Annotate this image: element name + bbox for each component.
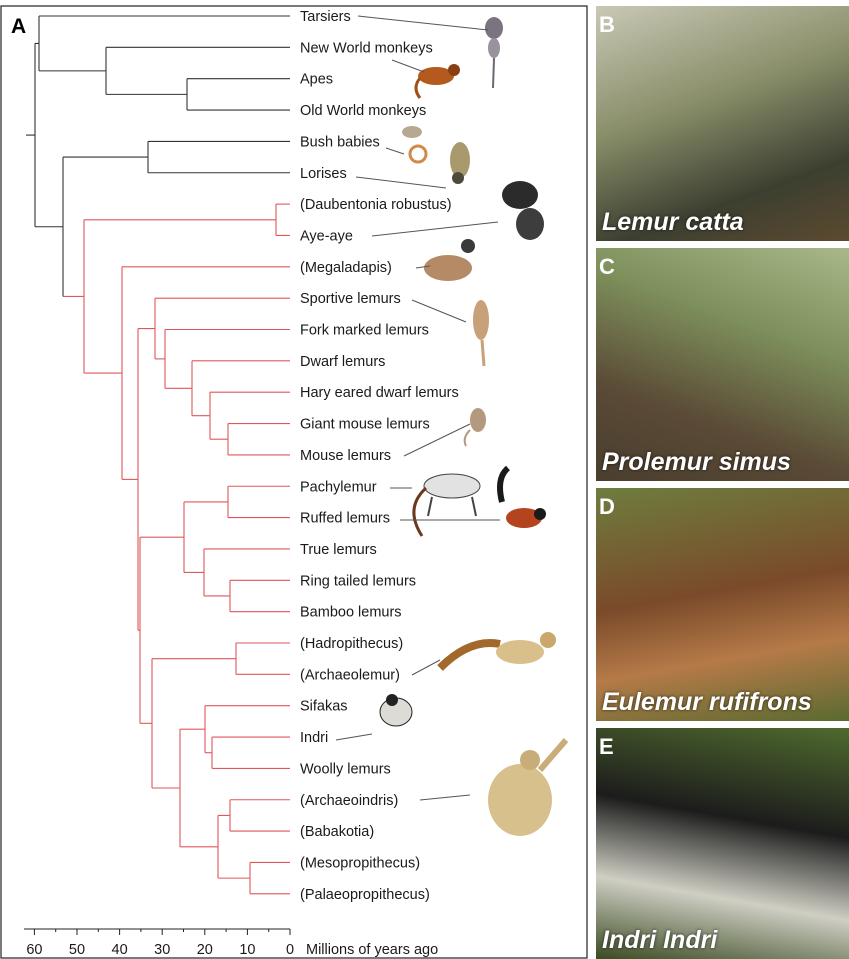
- tip-label: (Palaeopropithecus): [300, 887, 430, 903]
- photo-panel-c: C Prolemur simus: [596, 248, 849, 481]
- tip-label: Ring tailed lemurs: [300, 573, 416, 589]
- photo-panel-d: D Eulemur rufifrons: [596, 488, 849, 721]
- tarsier-illustration: [485, 17, 503, 88]
- sportive-lemur-illustration: [473, 300, 489, 366]
- tip-label: Hary eared dwarf lemurs: [300, 385, 459, 401]
- tip-label: Sifakas: [300, 699, 348, 715]
- time-axis: 60 50 40 30 20 10 0 Millions of years ago: [24, 929, 438, 958]
- tip-label: (Archaeoindris): [300, 793, 398, 809]
- photo-letter-c: C: [599, 254, 615, 280]
- tip-label: Tarsiers: [300, 9, 351, 25]
- tip-label: (Megaladapis): [300, 260, 392, 276]
- tip-label: Dwarf lemurs: [300, 354, 385, 370]
- tip-label: (Babakotia): [300, 824, 374, 840]
- tip-label: (Daubentonia robustus): [300, 197, 452, 213]
- phylogeny-panel: A: [0, 0, 588, 959]
- bushbaby-illustration: [402, 126, 426, 162]
- tip-label: Giant mouse lemurs: [300, 417, 430, 433]
- monkey-illustration: [416, 64, 460, 98]
- tip-label: (Mesopropithecus): [300, 855, 420, 871]
- mouse-lemur-illustration: [465, 408, 486, 446]
- archaeoindris-illustration: [488, 740, 566, 836]
- axis-tick-label: 10: [239, 942, 255, 958]
- tip-label: Lorises: [300, 166, 347, 182]
- tip-label: Apes: [300, 72, 333, 88]
- aye-aye-illustration: [502, 181, 544, 240]
- tip-label: Woolly lemurs: [300, 761, 391, 777]
- axis-tick-label: 30: [154, 942, 170, 958]
- photo-letter-b: B: [599, 12, 615, 38]
- pachylemur-illustration: [414, 474, 480, 536]
- axis-label: Millions of years ago: [306, 942, 438, 958]
- tip-label: True lemurs: [300, 542, 377, 558]
- tip-label: Indri: [300, 730, 328, 746]
- photo-panel-b: B Lemur catta: [596, 6, 849, 241]
- axis-tick-label: 20: [197, 942, 213, 958]
- photo-letter-e: E: [599, 734, 614, 760]
- tip-label: Aye-aye: [300, 228, 353, 244]
- archaeolemur-illustration: [440, 632, 556, 668]
- ruffed-lemur-illustration: [500, 468, 546, 528]
- tip-label: Old World monkeys: [300, 103, 426, 119]
- axis-tick-label: 60: [26, 942, 42, 958]
- tree-branches: [26, 16, 290, 894]
- tip-label: (Hadropithecus): [300, 636, 403, 652]
- tip-label: New World monkeys: [300, 40, 433, 56]
- tip-label: Ruffed lemurs: [300, 511, 390, 527]
- tip-label: Pachylemur: [300, 479, 377, 495]
- axis-tick-label: 40: [112, 942, 128, 958]
- tip-label: Mouse lemurs: [300, 448, 391, 464]
- photo-caption-c: Prolemur simus: [602, 448, 791, 477]
- megaladapis-illustration: [424, 239, 475, 281]
- panel-letter-a: A: [11, 15, 26, 38]
- axis-tick-label: 0: [286, 942, 294, 958]
- tip-label: Fork marked lemurs: [300, 323, 429, 339]
- indri-illustration: [380, 694, 412, 726]
- photo-caption-e: Indri Indri: [602, 926, 717, 955]
- axis-tick-label: 50: [69, 942, 85, 958]
- loris-illustration: [450, 142, 470, 184]
- tip-label: Sportive lemurs: [300, 291, 401, 307]
- photo-panel-e: E Indri Indri: [596, 728, 849, 959]
- photo-letter-d: D: [599, 494, 615, 520]
- photo-caption-b: Lemur catta: [602, 208, 744, 237]
- tip-label: (Archaeolemur): [300, 667, 400, 683]
- tip-label: Bush babies: [300, 134, 380, 150]
- photo-caption-d: Eulemur rufifrons: [602, 688, 812, 717]
- tip-label: Bamboo lemurs: [300, 605, 402, 621]
- phylogenetic-tree: A: [0, 0, 588, 959]
